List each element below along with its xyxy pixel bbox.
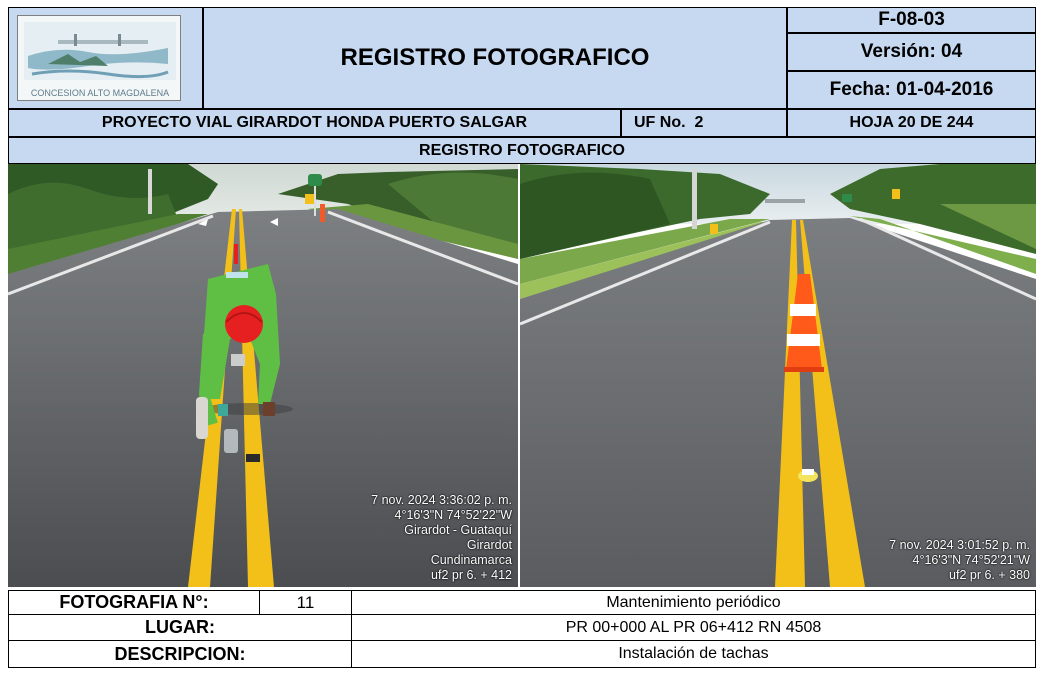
desc-value-cell: Instalación de tachas — [351, 640, 1036, 668]
version-cell: Versión: 04 — [787, 33, 1036, 71]
uf-number: UF No. 2 — [634, 114, 704, 131]
photo-1-stamp: 7 nov. 2024 3:36:02 p. m. 4°16'3"N 74°52… — [371, 493, 512, 583]
document-code: F-08-03 — [878, 9, 945, 30]
photo-1-coords: 4°16'3"N 74°52'22"W — [394, 508, 512, 522]
photo-2-pr: uf2 pr 6. + 380 — [949, 568, 1030, 582]
date-cell: Fecha: 01-04-2016 — [787, 71, 1036, 109]
foto-label-cell: FOTOGRAFIA N°: — [8, 590, 260, 615]
sheet-cell: HOJA 20 DE 244 — [787, 109, 1036, 137]
document-title: REGISTRO FOTOGRAFICO — [340, 44, 650, 71]
section-title: REGISTRO FOTOGRAFICO — [419, 141, 625, 159]
project-name: PROYECTO VIAL GIRARDOT HONDA PUERTO SALG… — [101, 114, 528, 131]
desc-label: DESCRIPCION: — [114, 643, 246, 664]
document-version: Versión: 04 — [860, 41, 963, 62]
company-logo: CONCESION ALTO MAGDALENA — [17, 15, 181, 101]
project-name-cell: PROYECTO VIAL GIRARDOT HONDA PUERTO SALG… — [8, 109, 621, 137]
photo-1-place-3: Cundinamarca — [430, 553, 512, 567]
photo-2-datetime: 7 nov. 2024 3:01:52 p. m. — [889, 538, 1030, 552]
photo-2-image — [520, 164, 1036, 587]
lugar-label: LUGAR: — [145, 617, 215, 637]
foto-label: FOTOGRAFIA N°: — [59, 592, 209, 612]
lugar-label-cell: LUGAR: — [8, 614, 352, 641]
foto-number: 11 — [296, 592, 315, 612]
lugar-value-cell: PR 00+000 AL PR 06+412 RN 4508 — [351, 614, 1036, 641]
photo-1-place-1: Girardot - Guataquí — [404, 523, 512, 537]
photo-2-stamp: 7 nov. 2024 3:01:52 p. m. 4°16'3"N 74°52… — [889, 538, 1030, 583]
photo-1-image — [8, 164, 518, 587]
logo-text: CONCESION ALTO MAGDALENA — [31, 88, 169, 98]
photo-1-datetime: 7 nov. 2024 3:36:02 p. m. — [371, 493, 512, 507]
desc-label-cell: DESCRIPCION: — [8, 640, 352, 668]
document-date: Fecha: 01-04-2016 — [829, 79, 994, 100]
photo-2: 7 nov. 2024 3:01:52 p. m. 4°16'3"N 74°52… — [520, 164, 1036, 587]
section-title-cell: REGISTRO FOTOGRAFICO — [8, 137, 1036, 164]
photo-1-pr: uf2 pr 6. + 412 — [431, 568, 512, 582]
document-title-cell: REGISTRO FOTOGRAFICO — [203, 7, 787, 109]
foto-activity: Mantenimiento periódico — [606, 593, 781, 611]
uf-cell: UF No. 2 — [621, 109, 787, 137]
foto-activity-cell: Mantenimiento periódico — [351, 590, 1036, 615]
foto-number-cell: 11 — [259, 590, 352, 615]
code-cell: F-08-03 — [787, 7, 1036, 33]
desc-value: Instalación de tachas — [618, 645, 769, 662]
photo-1: 7 nov. 2024 3:36:02 p. m. 4°16'3"N 74°52… — [8, 164, 518, 587]
lugar-value: PR 00+000 AL PR 06+412 RN 4508 — [565, 618, 822, 636]
sheet-number: HOJA 20 DE 244 — [849, 114, 974, 131]
photo-2-coords: 4°16'3"N 74°52'21"W — [912, 553, 1030, 567]
photo-1-place-2: Girardot — [466, 538, 512, 552]
